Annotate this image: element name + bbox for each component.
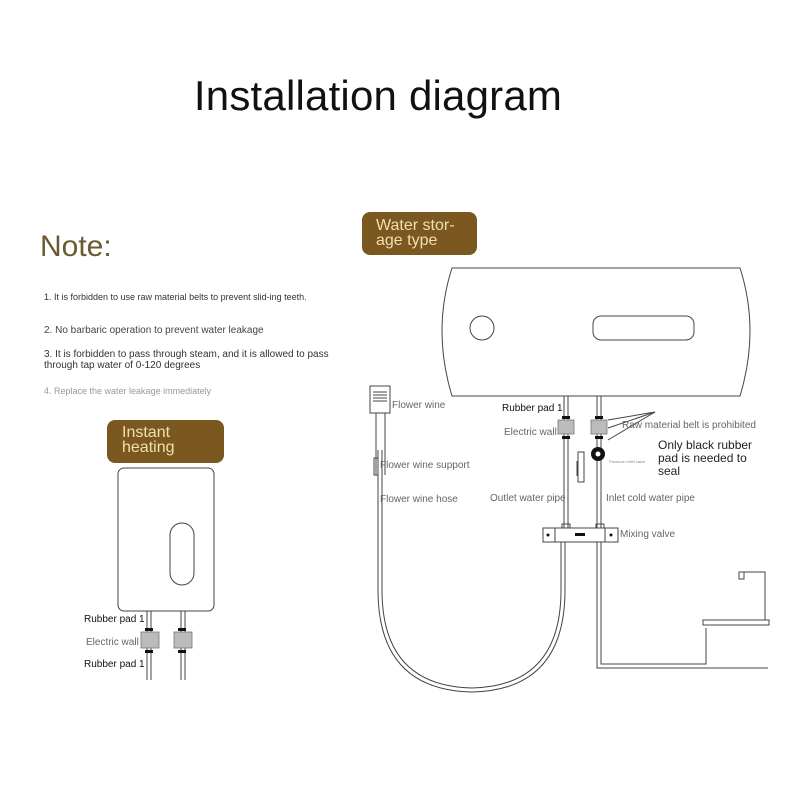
- label-electric-wall: Electric wall: [504, 427, 557, 438]
- note-item-3: 3. It is forbidden to pass through steam…: [44, 349, 329, 371]
- shower-head-icon: [369, 385, 391, 414]
- tank-dial-icon: [469, 315, 495, 341]
- label-instant-electric-wall: Electric wall: [86, 637, 139, 648]
- page-title: Installation diagram: [193, 72, 563, 119]
- label-pressure-relief-valve: Pressure relief valve: [609, 459, 646, 464]
- fitting-outlet: [557, 419, 575, 435]
- instant-heater-body: [117, 467, 215, 612]
- note-item-2: 2. No barbaric operation to prevent wate…: [44, 325, 264, 336]
- label-outlet-water-pipe: Outlet water pipe: [490, 493, 566, 504]
- label-raw-material-belt: Raw material belt is prohibited: [622, 420, 756, 431]
- note-title: Note:: [40, 230, 112, 263]
- tank-display-icon: [592, 315, 695, 341]
- fitting-instant-left: [140, 631, 160, 649]
- label-flower-wine-hose: Flower wine hose: [380, 494, 458, 505]
- flower-wine-hose: [377, 450, 566, 693]
- label-only-black-rubber: Only black rubber pad is needed to seal: [658, 438, 753, 478]
- instant-heating-badge: Instant heating: [107, 420, 224, 463]
- fitting-instant-right: [173, 631, 193, 649]
- label-flower-wine: Flower wine: [392, 400, 446, 411]
- label-rubber-pad: Rubber pad 1: [502, 403, 563, 414]
- label-instant-rubber-pad-bottom: Rubber pad 1: [84, 659, 145, 670]
- note-item-1: 1. It is forbidden to use raw material b…: [44, 292, 307, 302]
- label-instant-rubber-pad-top: Rubber pad 1: [84, 614, 145, 625]
- label-flower-wine-support: Flower wine support: [380, 460, 470, 471]
- note-item-4: 4. Replace the water leakage immediately: [44, 386, 212, 396]
- fitting-inlet: [590, 419, 608, 435]
- water-storage-type-badge: Water stor-age type: [362, 212, 477, 255]
- storage-tank-body: [441, 267, 751, 397]
- label-mixing-valve: Mixing valve: [620, 529, 676, 540]
- instant-heater-window: [169, 522, 195, 586]
- label-inlet-cold-water-pipe: Inlet cold water pipe: [606, 493, 695, 504]
